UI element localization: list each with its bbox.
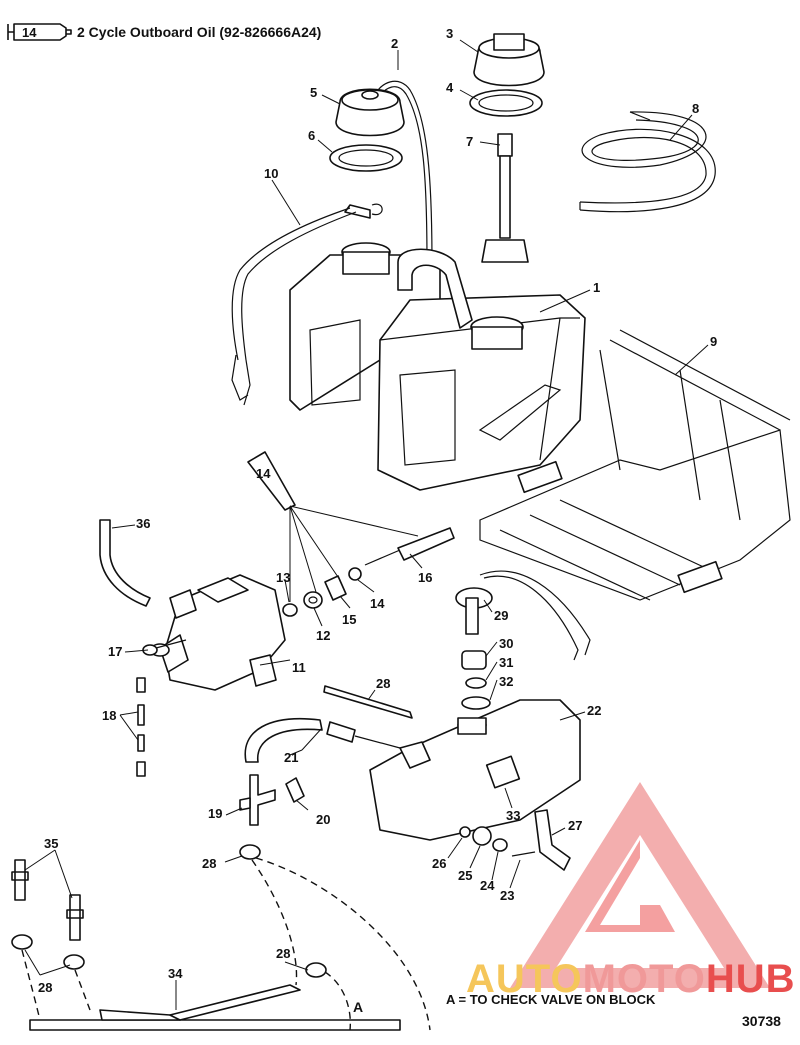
watermark-auto: AUTO: [466, 957, 583, 1001]
callout-28c: 28: [38, 980, 52, 995]
part-tank-tray: [479, 329, 791, 601]
callout-24: 24: [480, 878, 495, 893]
callout-11: 11: [292, 660, 306, 675]
part-elbow-27: [534, 809, 571, 871]
callout-32: 32: [499, 674, 513, 689]
watermark-text: AUTOMOTOHUB: [466, 957, 796, 1001]
callout-29: 29: [494, 608, 508, 623]
callout-36: 36: [136, 516, 150, 531]
callout-33: 33: [506, 808, 520, 823]
callout-2: 2: [391, 36, 398, 51]
callout-27: 27: [568, 818, 582, 833]
legend: 14 2 Cycle Outboard Oil (92-826666A24): [7, 23, 321, 41]
callout-19: 19: [208, 806, 222, 821]
callout-34: 34: [168, 966, 183, 981]
part-cable-tie: [323, 685, 413, 719]
callout-1: 1: [593, 280, 600, 295]
legend-text: 2 Cycle Outboard Oil (92-826666A24): [77, 24, 321, 40]
part-gasket-6: [329, 144, 403, 172]
callout-28d: 28: [276, 946, 290, 961]
point-a-label: A: [353, 999, 363, 1015]
part-elbow-hose: [99, 519, 151, 607]
watermark-logo: AUTOMOTOHUB: [466, 782, 796, 1001]
callout-10: 10: [264, 166, 278, 181]
part-hose-34: [29, 984, 401, 1031]
callout-3: 3: [446, 26, 453, 41]
callout-17: 17: [108, 644, 122, 659]
tube-number-label: 14: [256, 466, 271, 481]
legend-tube-number: 14: [22, 25, 37, 40]
leader-lines: [24, 39, 709, 1010]
callout-7: 7: [466, 134, 473, 149]
watermark-hub: HUB: [706, 957, 796, 1001]
callout-18: 18: [102, 708, 116, 723]
part-hoses-21: [244, 718, 401, 763]
part-level-sensor: [455, 570, 591, 661]
callout-4: 4: [446, 80, 454, 95]
callout-14: 14: [370, 596, 385, 611]
part-grommets: [461, 650, 491, 710]
watermark-triangle: [510, 782, 770, 988]
callout-16: 16: [418, 570, 432, 585]
callout-22: 22: [587, 703, 601, 718]
callout-9: 9: [710, 334, 717, 349]
part-lid-vent: [371, 80, 433, 266]
callout-26: 26: [432, 856, 446, 871]
callout-28a: 28: [376, 676, 390, 691]
callout-12: 12: [316, 628, 330, 643]
callout-31: 31: [499, 655, 513, 670]
lubricant-tube-icon: [7, 23, 72, 41]
part-oil-tank: [289, 242, 586, 491]
part-tee: [239, 774, 276, 826]
part-fittings-35: [11, 859, 84, 941]
callout-8: 8: [692, 101, 699, 116]
callout-30: 30: [499, 636, 513, 651]
part-lubricant-tube: 14: [247, 451, 296, 511]
part-fittings-18: [136, 677, 146, 777]
part-hose: [579, 111, 716, 213]
callout-20: 20: [316, 812, 330, 827]
callout-labels: 2 3 4 5 6 7 8 10 1 9 36 13 12 15 14 16 1…: [38, 26, 717, 995]
callout-23: 23: [500, 888, 514, 903]
callout-6: 6: [308, 128, 315, 143]
part-cap-20: [285, 777, 305, 803]
part-mount-hardware: [459, 826, 536, 857]
part-pickup-tube: [481, 133, 529, 263]
callout-15: 15: [342, 612, 356, 627]
part-gasket-4: [469, 89, 543, 117]
part-oil-pump: [150, 574, 286, 691]
part-clamps-28: [11, 844, 327, 978]
callout-25: 25: [458, 868, 472, 883]
watermark-moto: MOTO: [583, 957, 706, 1001]
diagram-ref-number: 30738: [742, 1013, 781, 1029]
callout-28b: 28: [202, 856, 216, 871]
callout-5: 5: [310, 85, 317, 100]
part-sender-cap: [473, 33, 545, 87]
callout-21: 21: [284, 750, 298, 765]
part-filter: [364, 527, 455, 566]
part-oil-reservoir: [369, 699, 581, 841]
callout-35: 35: [44, 836, 58, 851]
callout-13: 13: [276, 570, 290, 585]
part-strap: [231, 203, 383, 406]
part-fittings: [282, 567, 362, 617]
routing-lines: [21, 857, 431, 1031]
note-text: A = TO CHECK VALVE ON BLOCK: [446, 992, 656, 1007]
part-cap: [335, 88, 405, 137]
